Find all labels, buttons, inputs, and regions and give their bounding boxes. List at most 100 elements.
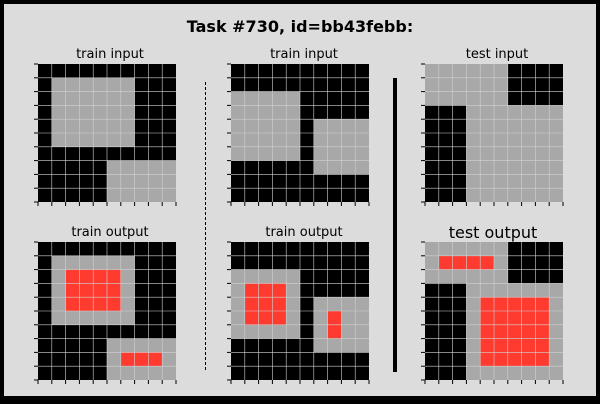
test-output-cell-gray xyxy=(466,338,481,353)
test-input-cell-black xyxy=(549,77,563,92)
train-input-1-cell-gray xyxy=(93,91,107,106)
train-output-1-cell-black xyxy=(134,324,149,339)
train-input-2-cell-gray xyxy=(286,146,300,161)
train-output-2-cell-black xyxy=(327,283,342,298)
train-output-1-cell-black xyxy=(148,311,163,325)
test-output-cell-black xyxy=(535,242,550,256)
train-input-2-cell-gray xyxy=(313,146,328,161)
test-output-cell-gray xyxy=(466,366,481,380)
train-output-1-cell-gray xyxy=(134,366,149,380)
test-output-cell-gray xyxy=(549,283,563,298)
train-input-1-cell-gray xyxy=(120,160,135,175)
test-output-cell-red xyxy=(521,311,536,325)
test-input-cell-black xyxy=(425,174,439,189)
train-input-1-cell-gray xyxy=(107,105,121,120)
test-output-cell-gray xyxy=(480,283,494,298)
train-input-2-cell-gray xyxy=(355,160,369,175)
train-input-1-cell-black xyxy=(65,64,80,78)
train-input-1-cell-gray xyxy=(120,77,135,92)
train-input-2-cell-gray xyxy=(231,91,245,106)
train-output-1-cell-black xyxy=(38,324,52,339)
test-output-cell-black xyxy=(549,255,563,270)
train-input-1-cell-black xyxy=(134,146,149,161)
test-input-cell-gray xyxy=(535,188,550,202)
train-input-2-cell-black xyxy=(231,188,245,202)
train-input-1-cell-black xyxy=(162,91,176,106)
test-input-cell-gray xyxy=(549,146,563,161)
train-output-2-cell-black xyxy=(244,352,259,367)
test-output-cell-gray xyxy=(438,269,453,284)
train-input-1-cell-black xyxy=(120,146,135,161)
train-input-1-cell-gray xyxy=(148,174,163,189)
train-input-2-cell-black xyxy=(231,77,245,92)
train-input-1-cell-black xyxy=(79,146,94,161)
train-input-2-cell-black xyxy=(286,188,300,202)
train-output-2-cell-gray xyxy=(341,324,356,339)
test-input-cell-black xyxy=(507,64,522,78)
train-input-1-cell-black xyxy=(51,64,66,78)
train-input-2-cell-black xyxy=(327,77,342,92)
test-input-cell-black xyxy=(521,91,536,106)
train-input-2-cell-gray xyxy=(258,119,273,133)
test-input-cell-black xyxy=(438,188,453,202)
train-output-2-cell-black xyxy=(300,338,314,353)
test-input-cell-gray xyxy=(521,188,536,202)
train-input-1-cell-gray xyxy=(107,188,121,202)
train-input-1-cell-black xyxy=(107,146,121,161)
train-input-2-cell-black xyxy=(231,160,245,175)
train-output-1-cell-black xyxy=(38,255,52,270)
train-input-2-cell-gray xyxy=(286,105,300,120)
train-output-1-cell-black xyxy=(38,338,52,353)
test-output-cell-gray xyxy=(549,338,563,353)
train-input-2-cell-black xyxy=(327,188,342,202)
train-input-1-cell-gray xyxy=(93,77,107,92)
test-output-cell-gray xyxy=(535,366,550,380)
test-input-cell-black xyxy=(535,64,550,78)
test-output-title: test output xyxy=(448,223,538,242)
train-output-1-cell-gray xyxy=(120,366,135,380)
train-output-2-cell-black xyxy=(272,352,287,367)
train-input-1-cell-gray xyxy=(134,160,149,175)
train-input-1-cell-gray xyxy=(93,105,107,120)
train-input-2-cell-black xyxy=(286,64,300,78)
train-output-2-cell-red xyxy=(258,297,273,311)
train-output-2-cell-black xyxy=(231,255,245,270)
train-input-2-cell-black xyxy=(286,160,300,175)
train-input-2-cell-gray xyxy=(286,91,300,106)
train-output-2-cell-black xyxy=(313,352,328,367)
train-output-2-cell-black xyxy=(300,366,314,380)
train-output-2-cell-black xyxy=(341,269,356,284)
train-input-1-cell-black xyxy=(79,160,94,175)
test-output-cell-gray xyxy=(549,366,563,380)
train-input-2-cell-gray xyxy=(327,146,342,161)
train-input-2-cell-black xyxy=(355,174,369,189)
test-output-cell-gray xyxy=(494,283,508,298)
test-input-cell-gray xyxy=(521,119,536,133)
train-input-2-cell-black xyxy=(272,64,287,78)
train-input-1-cell-black xyxy=(120,64,135,78)
test-input-cell-black xyxy=(438,119,453,133)
test-input-cell-black xyxy=(535,77,550,92)
test-output-cell-gray xyxy=(549,324,563,339)
test-input-cell-black xyxy=(452,133,467,147)
test-input-cell-gray xyxy=(535,146,550,161)
test-input-cell-gray xyxy=(549,119,563,133)
train-output-2-cell-black xyxy=(355,366,369,380)
train-input-1-cell-black xyxy=(38,119,52,133)
train-output-1-cell-black xyxy=(38,283,52,298)
test-output-cell-black xyxy=(425,311,439,325)
train-input-2-cell-black xyxy=(258,188,273,202)
train-input-2-cell-black xyxy=(300,188,314,202)
train-input-2-cell-gray xyxy=(341,146,356,161)
test-output-cell-gray xyxy=(466,352,481,367)
train-output-2-cell-gray xyxy=(244,324,259,339)
test-input-cell-gray xyxy=(549,188,563,202)
test-input-cell-gray xyxy=(466,91,481,106)
train-input-1-cell-black xyxy=(93,188,107,202)
train-input-2-title: train input xyxy=(270,47,338,62)
train-output-1-cell-red xyxy=(93,283,107,298)
train-output-1-cell-black xyxy=(65,338,80,353)
test-input-grid xyxy=(421,63,564,206)
test-output-cell-gray xyxy=(521,366,536,380)
train-input-1-cell-black xyxy=(93,146,107,161)
